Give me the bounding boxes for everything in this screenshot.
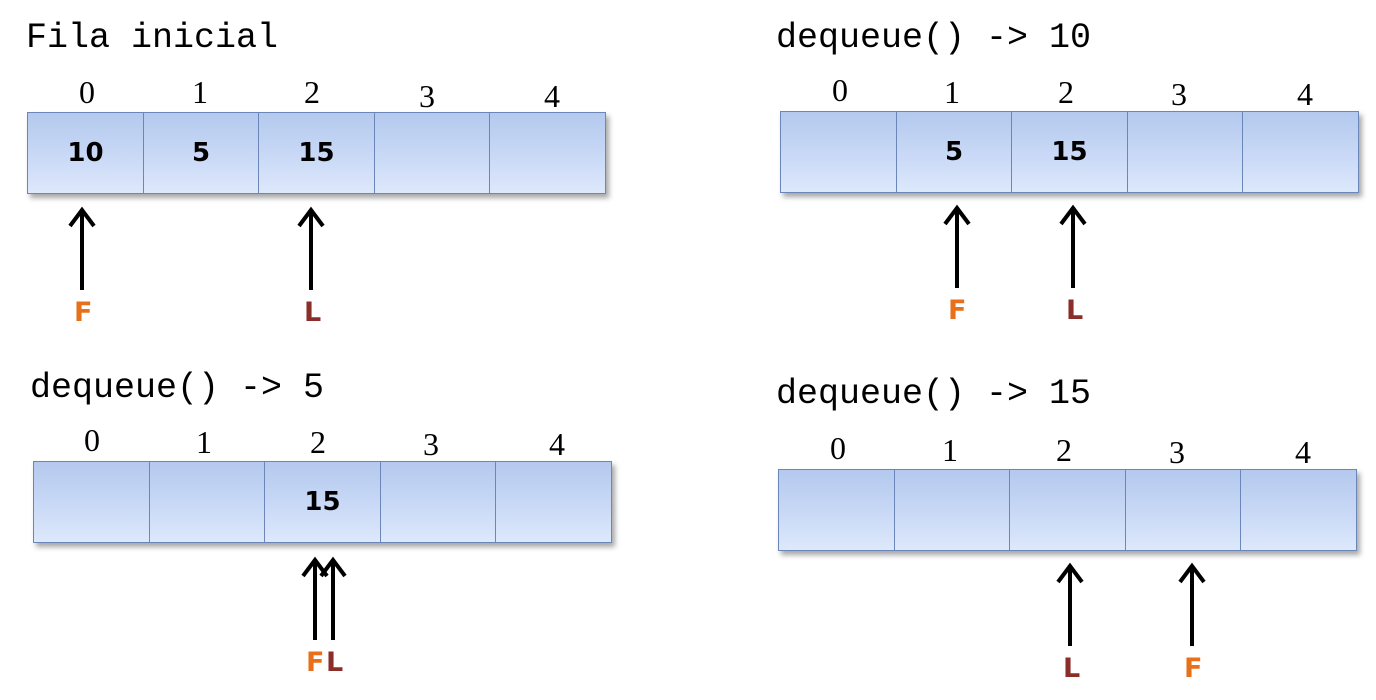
panel-title-initial: Fila inicial <box>26 18 279 58</box>
last-pointer-label: L <box>326 647 344 678</box>
front-pointer-arrow-icon <box>1178 562 1206 646</box>
queue-array <box>778 469 1357 551</box>
front-pointer-label: F <box>1184 653 1203 684</box>
queue-cell <box>1242 111 1359 193</box>
last-pointer-arrow-icon <box>1059 204 1087 288</box>
queue-cell <box>893 469 1011 551</box>
queue-cell <box>1009 469 1126 551</box>
queue-cell <box>1124 469 1242 551</box>
index-label: 2 <box>1058 74 1074 110</box>
index-label: 0 <box>79 74 95 110</box>
queue-cell <box>33 461 150 543</box>
panel-title-dequeue-10: dequeue() -> 10 <box>776 18 1092 58</box>
index-label: 1 <box>192 74 208 110</box>
index-label: 4 <box>549 426 565 462</box>
last-pointer-label: L <box>1066 295 1084 326</box>
queue-cell: 15 <box>1011 111 1128 193</box>
index-label: 0 <box>832 72 848 108</box>
panel-title-dequeue-5: dequeue() -> 5 <box>30 368 325 408</box>
queue-cell <box>495 461 612 543</box>
last-pointer-arrow-icon <box>297 206 325 290</box>
last-pointer-label: L <box>304 297 322 328</box>
queue-cell: 15 <box>258 112 375 194</box>
index-label: 1 <box>942 432 958 468</box>
index-label: 3 <box>419 78 435 114</box>
last-pointer-arrow-icon <box>1056 562 1084 646</box>
queue-array: 15 <box>33 461 612 543</box>
queue-array: 5 15 <box>780 111 1359 193</box>
queue-cell <box>1240 469 1357 551</box>
index-label: 3 <box>1171 76 1187 112</box>
queue-cell <box>379 461 497 543</box>
index-label: 4 <box>1297 76 1313 112</box>
index-label: 4 <box>1295 434 1311 470</box>
queue-cell <box>489 112 606 194</box>
index-label: 1 <box>944 74 960 110</box>
front-pointer-label: F <box>74 297 93 328</box>
front-pointer-label: F <box>306 647 325 678</box>
front-pointer-label: F <box>948 295 967 326</box>
front-pointer-arrow-icon <box>943 204 971 288</box>
index-label: 2 <box>310 424 326 460</box>
index-label: 3 <box>423 426 439 462</box>
panel-title-dequeue-15: dequeue() -> 15 <box>776 374 1092 414</box>
last-pointer-label: L <box>1063 653 1081 684</box>
index-label: 4 <box>544 78 560 114</box>
queue-array: 10 5 15 <box>27 112 606 194</box>
queue-cell <box>780 111 897 193</box>
queue-cell: 5 <box>895 111 1013 193</box>
queue-cell <box>778 469 895 551</box>
last-pointer-arrow-icon <box>319 556 347 640</box>
index-label: 2 <box>304 74 320 110</box>
index-label: 0 <box>84 422 100 458</box>
index-label: 0 <box>830 430 846 466</box>
queue-cell <box>148 461 266 543</box>
index-label: 1 <box>196 424 212 460</box>
queue-cell: 10 <box>27 112 144 194</box>
front-pointer-arrow-icon <box>68 206 96 290</box>
index-label: 3 <box>1169 434 1185 470</box>
queue-cell: 15 <box>264 461 381 543</box>
queue-cell <box>373 112 491 194</box>
queue-cell: 5 <box>142 112 260 194</box>
queue-cell <box>1126 111 1244 193</box>
index-label: 2 <box>1056 432 1072 468</box>
